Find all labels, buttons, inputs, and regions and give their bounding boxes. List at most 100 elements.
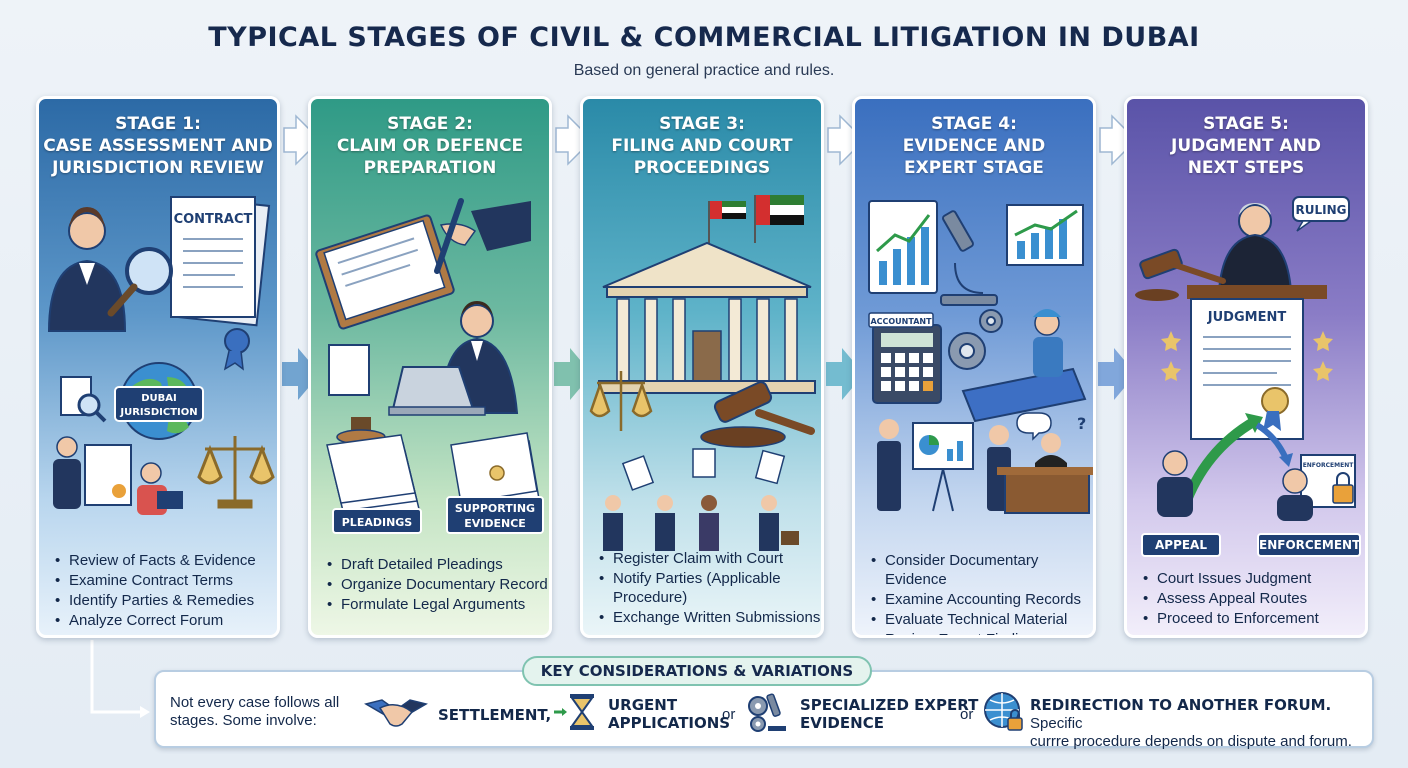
kc-or-2: or	[960, 706, 974, 723]
uae-flag-icon	[708, 195, 804, 243]
list-item: Consider Documentary Evidence	[869, 551, 1093, 589]
gavel-icon	[1135, 248, 1226, 301]
gears-microscope-icon	[748, 693, 786, 732]
clipboard-icon	[315, 214, 455, 330]
ruling-speech-bubble: RULING	[1292, 196, 1350, 232]
lawyer-figure-icon	[47, 207, 127, 332]
list-item: Organize Documentary Record	[325, 575, 549, 594]
document-magnifier-icon	[60, 376, 107, 423]
list-item: Notify Parties (Applicable Procedure)	[597, 569, 821, 607]
svg-text:?: ?	[1077, 414, 1086, 433]
list-item: Exchange Written Submissions	[597, 608, 821, 627]
list-item: Court Issues Judgment	[1141, 569, 1365, 588]
lawyer-laptop-icon	[388, 301, 519, 416]
list-item: Analyze Correct Forum	[53, 611, 277, 630]
stage-4-illustration: ACCOUNTANT ?	[868, 200, 1093, 514]
presentation-icon	[877, 419, 1011, 512]
svg-text:EVIDENCE: EVIDENCE	[464, 517, 526, 530]
contract-document-icon: CONTRACT	[170, 196, 271, 371]
supporting-evidence-stack-icon: SUPPORTING EVIDENCE	[446, 432, 544, 534]
gavel-icon	[700, 381, 815, 448]
stage-1-panel: STAGE 1: CASE ASSESSMENT AND JURISDICTIO…	[36, 96, 280, 638]
hourglass-icon	[554, 694, 594, 730]
page-subtitle: Based on general practice and rules.	[573, 62, 835, 79]
page-title: TYPICAL STAGES OF CIVIL & COMMERCIAL LIT…	[208, 22, 1200, 53]
appeal-label: APPEAL	[1141, 533, 1221, 557]
kc-expert: SPECIALIZED EXPERT EVIDENCE	[800, 696, 979, 732]
list-item: Proceed to Enforcement	[1141, 609, 1365, 628]
list-item: Identify Parties & Remedies	[53, 591, 277, 610]
microscope-icon	[940, 210, 998, 306]
list-item: Assess Appeal Routes	[1141, 589, 1365, 608]
list-item: Draft Detailed Pleadings	[325, 555, 549, 574]
chart-clipboard-icon	[868, 200, 938, 294]
calculator-icon: ACCOUNTANT	[868, 312, 942, 404]
arrow-2-3-mid	[554, 348, 592, 400]
svg-text:SUPPORTING: SUPPORTING	[455, 502, 535, 515]
svg-text:CONTRACT: CONTRACT	[174, 212, 253, 227]
stage-5-panel: STAGE 5: JUDGMENT AND NEXT STEPS RULING …	[1124, 96, 1368, 638]
svg-text:JUDGMENT: JUDGMENT	[1207, 310, 1287, 325]
stage-5-illustration: RULING JUDGMENT ENFORCEMENT	[1135, 196, 1356, 521]
arrow-1-2-mid	[282, 348, 320, 400]
list-item: Examine Accounting Records	[869, 590, 1093, 609]
connector-line-to-key	[90, 640, 146, 714]
kc-urgent: URGENT APPLICATIONS	[608, 696, 731, 732]
stage-2-panel: STAGE 2: CLAIM OR DEFENCE PREPARATION	[308, 96, 552, 638]
svg-text:DUBAI: DUBAI	[141, 393, 177, 404]
globe-icon: DUBAI JURISDICTION	[114, 362, 204, 440]
judge-desk-icon: ?	[997, 412, 1093, 514]
stage-2-bullets: Draft Detailed Pleadings Organize Docume…	[325, 555, 549, 615]
stage-3-panel: STAGE 3: FILING AND COURT PROCEEDINGS	[580, 96, 824, 638]
signing-hand-pen-icon	[434, 198, 531, 274]
scales-of-justice-icon	[197, 436, 275, 509]
judge-icon	[1187, 203, 1327, 299]
stage-1-title: STAGE 1: CASE ASSESSMENT AND JURISDICTIO…	[43, 114, 273, 178]
stage-5-title: STAGE 5: JUDGMENT AND NEXT STEPS	[1171, 114, 1321, 178]
pleadings-stack-icon: PLEADINGS	[326, 434, 422, 534]
list-item: Evaluate Technical Material	[869, 610, 1093, 629]
globe-lock-icon	[984, 692, 1023, 731]
stamp-icon	[328, 344, 386, 445]
list-item: Register Claim with Court	[597, 549, 821, 568]
people-group-icon	[603, 495, 799, 551]
kc-intro: Not every case follows all stages. Some …	[170, 694, 340, 729]
stage-3-title: STAGE 3: FILING AND COURT PROCEEDINGS	[611, 114, 793, 178]
stage-2-illustration: PLEADINGS SUPPORTING EVIDENCE	[315, 198, 544, 534]
stage-1-bullets: Review of Facts & Evidence Examine Contr…	[53, 551, 277, 631]
list-item: Review of Facts & Evidence	[53, 551, 277, 570]
stage-3-bullets: Register Claim with Court Notify Parties…	[597, 549, 821, 628]
exchanging-documents-icon	[621, 448, 786, 491]
stage-4-panel: STAGE 4: EVIDENCE AND EXPERT STAGE ACCOU…	[852, 96, 1096, 638]
svg-text:PLEADINGS: PLEADINGS	[342, 516, 413, 529]
list-item: Formulate Legal Arguments	[325, 595, 549, 614]
magnifier-icon	[107, 247, 173, 317]
line-chart-board-icon	[1006, 204, 1084, 266]
arrow-3-4-mid	[826, 348, 864, 400]
consulting-people-icon	[53, 436, 183, 515]
scales-of-justice-icon	[589, 371, 653, 431]
gears-icon	[948, 309, 1003, 370]
key-considerations-heading: KEY CONSIDERATIONS & VARIATIONS	[522, 656, 872, 686]
list-item: Examine Contract Terms	[53, 571, 277, 590]
kc-settlement: SETTLEMENT,	[438, 706, 552, 724]
handshake-icon	[364, 699, 428, 727]
svg-text:ENFORCEMENT: ENFORCEMENT	[1303, 462, 1355, 469]
svg-text:ACCOUNTANT: ACCOUNTANT	[870, 317, 932, 326]
stage-3-illustration	[589, 195, 816, 551]
svg-text:RULING: RULING	[1296, 203, 1347, 217]
stage-5-bullets: Court Issues Judgment Assess Appeal Rout…	[1141, 569, 1365, 629]
stage-4-title: STAGE 4: EVIDENCE AND EXPERT STAGE	[902, 114, 1046, 178]
list-item: Review Expert Findings	[869, 630, 1093, 635]
stage-1-illustration: CONTRACT DUBAI JURISDICTION	[47, 196, 275, 515]
judgment-scroll-icon: JUDGMENT	[1161, 298, 1333, 440]
kc-redirection: REDIRECTION TO ANOTHER FORUM. Specific c…	[1030, 696, 1352, 750]
engineer-blueprint-icon	[961, 309, 1087, 423]
people-icon	[1157, 450, 1313, 521]
stage-2-title: STAGE 2: CLAIM OR DEFENCE PREPARATION	[336, 114, 524, 178]
kc-or-1: or	[722, 706, 736, 723]
stage-4-bullets: Consider Documentary Evidence Examine Ac…	[869, 551, 1093, 635]
arrow-4-5-mid	[1098, 348, 1136, 400]
enforcement-label: ENFORCEMENT	[1257, 533, 1361, 557]
